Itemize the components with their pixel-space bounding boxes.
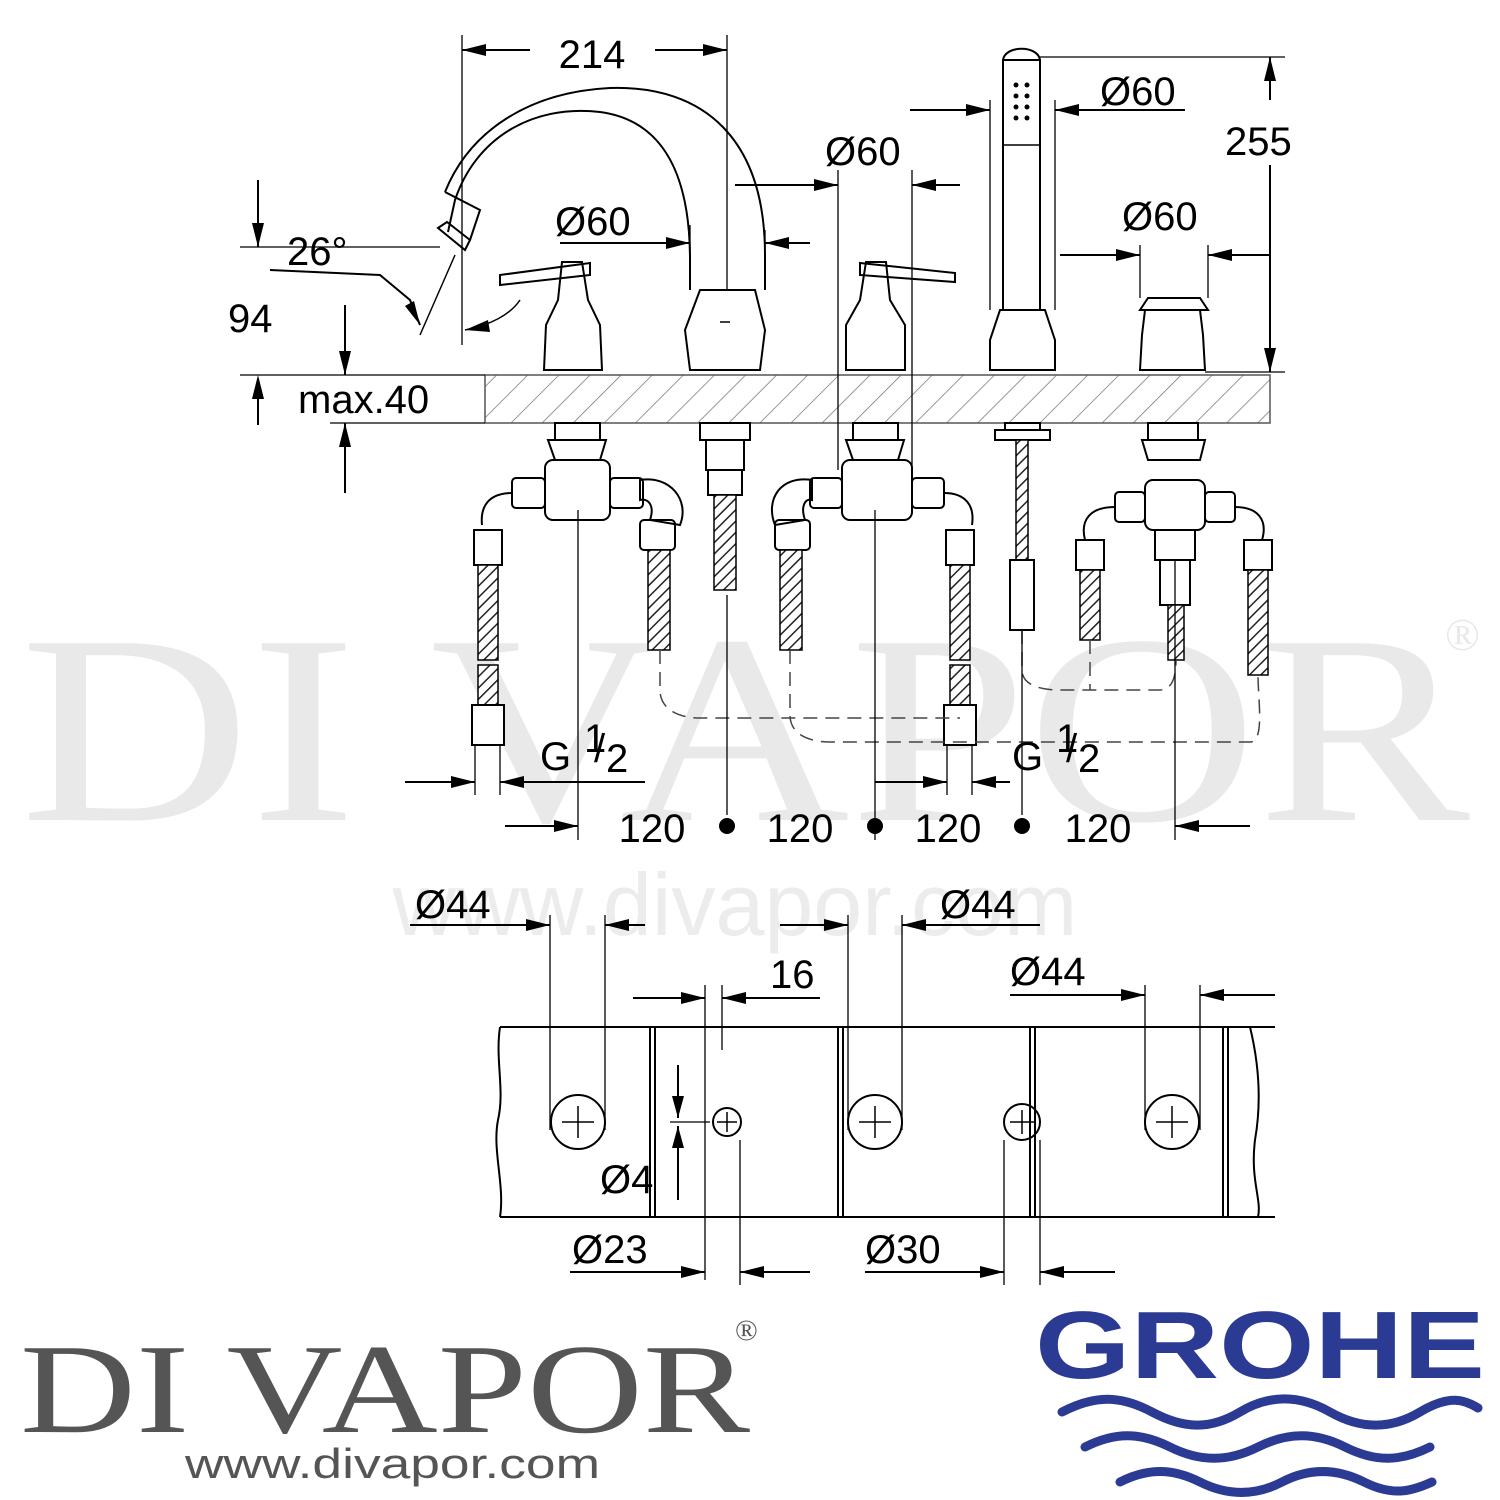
dim-gap: 16 [770,953,815,997]
dim-hole-spout: Ø23 [572,1228,648,1272]
dim-spacing-4: 120 [1065,807,1132,851]
brand-registered: ® [735,1314,758,1347]
spout [436,86,767,371]
dim-diverter: Ø60 [1122,195,1198,239]
dim-thread-right: G [1012,735,1043,779]
brand-url: www.divapor.com [184,1440,600,1487]
dimension-labels-bottom: Ø44 Ø44 Ø44 16 Ø4 Ø23 Ø30 [415,883,1086,1272]
dim-hole-1: Ø44 [415,883,491,927]
dim-angle: 26° [287,230,348,274]
footer-brand: DI VAPOR ® www.divapor.com [20,1314,758,1487]
dim-thread-left-num: 1 [584,717,606,761]
hose-routing [659,630,1261,743]
diverter [1138,297,1210,371]
dim-handle-mid: Ø60 [825,130,901,174]
left-handle [499,261,604,371]
dim-hole-shower: Ø30 [865,1228,941,1272]
grohe-waves-icon [1057,1394,1483,1497]
grohe-logo: GROHE [1035,1292,1485,1497]
dimension-labels-top: 214 26° 94 max.40 Ø60 Ø60 Ø60 Ø60 255 G … [228,33,1292,851]
dim-deck-thickness: max.40 [298,378,429,422]
dim-spacing-1: 120 [619,807,686,851]
middle-valve-body [770,459,945,551]
dim-spout-height: 94 [228,297,273,341]
dim-thread-left-slash: / [594,727,606,771]
dim-hole-2: Ø44 [940,883,1016,927]
dim-thread-left-den: 2 [606,737,628,781]
dimension-lines-top [240,35,1285,840]
hoses [471,439,1273,746]
middle-handle [845,261,956,371]
dim-pin: Ø4 [600,1158,653,1202]
dim-hole-3: Ø44 [1010,950,1086,994]
dim-spacing-3: 120 [915,807,982,851]
deck-section [484,374,1271,424]
brand-logo-text: DI VAPOR [20,1318,751,1460]
dim-spacing-2: 120 [767,807,834,851]
hand-shower [989,47,1056,371]
grohe-wordmark: GROHE [1035,1292,1485,1399]
watermark-registered: ® [1445,609,1480,660]
dimension-lines-bottom [410,915,1275,1285]
dim-thread-right-num: 1 [1056,717,1078,761]
dim-overall-height: 255 [1225,120,1292,164]
left-valve-body [511,459,684,551]
dim-thread-left: G [540,735,571,779]
dim-thread-right-den: 2 [1078,737,1100,781]
watermark-text: DI VAPOR [20,580,1472,879]
watermark: DI VAPOR ® www.divapor.com [20,580,1480,954]
watermark-url: www.divapor.com [392,855,1078,954]
dim-spout-reach: 214 [559,33,626,77]
dim-thread-right-slash: / [1066,727,1078,771]
dim-handshower: Ø60 [1100,70,1176,114]
dim-handle-left: Ø60 [555,200,631,244]
below-deck-bodies [546,422,1207,471]
